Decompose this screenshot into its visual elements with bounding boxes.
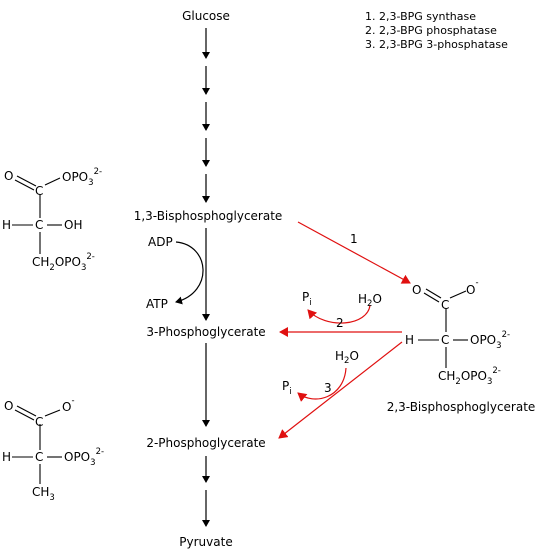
bpg23-label: 2,3-Bisphosphoglycerate xyxy=(387,400,536,414)
svg-text:O-: O- xyxy=(62,396,75,414)
adp-label: ADP xyxy=(148,235,173,249)
svg-text:O: O xyxy=(4,399,13,413)
svg-text:C: C xyxy=(35,184,43,198)
enzyme-key-1: 1. 2,3-BPG synthase xyxy=(365,10,476,23)
glucose-label: Glucose xyxy=(182,9,230,23)
structure-13bpg: O C OPO32- H C OH CH2OPO32- xyxy=(2,167,102,273)
structure-23bpg: O C O- H C OPO32- CH2OPO32- xyxy=(405,278,510,387)
svg-text:C: C xyxy=(441,333,449,347)
step1-number: 1 xyxy=(350,232,358,246)
step2-pi-label: Pi xyxy=(302,290,312,308)
step3-water-label: H2O xyxy=(335,349,359,366)
svg-text:CH3: CH3 xyxy=(32,485,55,503)
red-reaction-arrows xyxy=(278,221,411,439)
svg-text:C: C xyxy=(441,298,449,312)
structure-2pg: O C O- H C OPO32- CH3 xyxy=(2,396,104,503)
enzyme-key-2: 2. 2,3-BPG phosphatase xyxy=(365,24,497,37)
svg-text:OPO32-: OPO32- xyxy=(470,330,510,351)
bpg13-to-pg3-arrow xyxy=(175,228,210,321)
step2-number: 2 xyxy=(336,316,344,330)
svg-text:C: C xyxy=(35,218,43,232)
step3-water-curve xyxy=(297,367,347,402)
pg2-label: 2-Phosphoglycerate xyxy=(146,436,265,450)
step3-pi-label: Pi xyxy=(282,379,292,397)
pg3-label: 3-Phosphoglycerate xyxy=(146,325,265,339)
step1-arrow xyxy=(297,221,411,284)
enzyme-key-3: 3. 2,3-BPG 3-phosphatase xyxy=(365,38,508,51)
atp-label: ATP xyxy=(146,297,168,311)
svg-text:O-: O- xyxy=(466,278,479,297)
svg-text:H: H xyxy=(2,450,11,464)
step2-water-curve xyxy=(307,304,371,324)
svg-text:OPO32-: OPO32- xyxy=(62,167,102,188)
adp-atp-curve xyxy=(175,241,204,305)
step3-number: 3 xyxy=(324,381,332,395)
svg-text:H: H xyxy=(2,218,11,232)
svg-text:O: O xyxy=(412,283,421,297)
svg-text:C: C xyxy=(35,415,43,429)
svg-text:CH2OPO32-: CH2OPO32- xyxy=(32,252,95,273)
pyruvate-label: Pyruvate xyxy=(179,535,232,549)
svg-text:O: O xyxy=(4,169,13,183)
step3-arrow xyxy=(278,341,403,439)
svg-text:CH2OPO32-: CH2OPO32- xyxy=(438,366,501,387)
svg-text:OH: OH xyxy=(64,218,82,232)
svg-text:C: C xyxy=(35,450,43,464)
svg-text:OPO32-: OPO32- xyxy=(64,447,104,468)
svg-text:H: H xyxy=(405,333,414,347)
step2-water-label: H2O xyxy=(358,292,382,309)
bpg13-label: 1,3-Bisphosphoglycerate xyxy=(134,209,283,223)
